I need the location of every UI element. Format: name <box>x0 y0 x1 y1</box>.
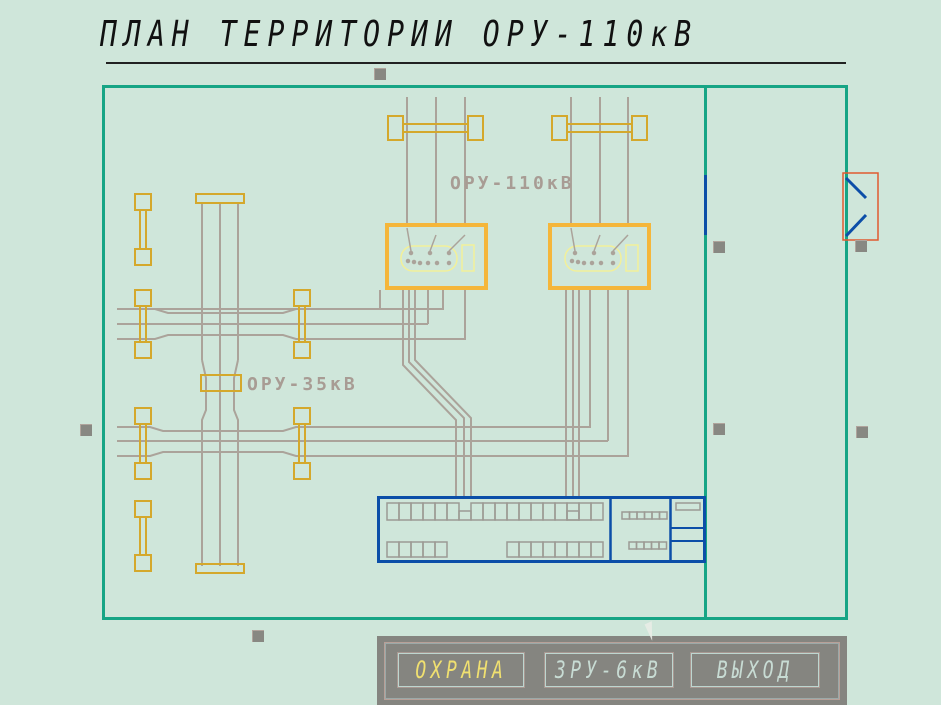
wires <box>117 97 629 566</box>
busbar-110kv-right[interactable] <box>551 115 648 141</box>
switchgear-cell <box>518 541 532 558</box>
title-underline <box>106 62 846 64</box>
control-building[interactable] <box>377 496 706 563</box>
switchgear-cell <box>643 541 653 550</box>
switchgear-cell <box>578 541 592 558</box>
guard-marker[interactable] <box>252 630 264 642</box>
guard-marker[interactable] <box>80 424 92 436</box>
guard-button[interactable]: ОХРАНА <box>397 652 525 688</box>
busbar-35kv-5[interactable] <box>293 407 311 480</box>
guard-marker[interactable] <box>713 423 725 435</box>
page-title: ПЛАН ТЕРРИТОРИИ ОРУ-110кВ <box>100 14 699 55</box>
guard-marker[interactable] <box>374 68 386 80</box>
switchgear-cell <box>590 502 604 521</box>
guard-button-label: ОХРАНА <box>414 656 508 684</box>
switchgear-cell <box>542 541 556 558</box>
switchgear-cell <box>542 502 556 521</box>
switchgear-cell <box>628 511 638 520</box>
menu-panel: ОХРАНА ЗРУ-6кВ ВЫХОД <box>377 636 847 705</box>
busbar-35kv-4[interactable] <box>134 407 152 480</box>
switchgear-cell <box>643 511 653 520</box>
switchgear-cell <box>494 502 508 521</box>
switchgear-cell <box>506 502 520 521</box>
switchgear-cell <box>458 510 472 521</box>
switchgear-cell <box>658 541 668 550</box>
busbar-35kv-6[interactable] <box>134 500 152 572</box>
switchgear-cell <box>635 541 645 550</box>
exit-button-label: ВЫХОД <box>716 656 794 684</box>
transformer-right[interactable] <box>548 223 651 290</box>
guard-marker[interactable] <box>856 426 868 438</box>
switchgear-cell <box>446 502 460 521</box>
switchgear-cell <box>658 511 668 520</box>
switchgear-cell <box>434 541 448 558</box>
switchgear-cell <box>482 502 496 521</box>
switchgear-cell <box>398 502 412 521</box>
switchgear-cell <box>578 502 592 521</box>
switchgear-cell <box>518 502 532 521</box>
switchgear-cell <box>506 541 520 558</box>
switchgear-cell <box>530 502 544 521</box>
switchgear-cell <box>398 541 412 558</box>
guard-marker[interactable] <box>713 241 725 253</box>
switchgear-cell <box>470 502 484 521</box>
switchgear-cell <box>410 502 424 521</box>
switchgear-cell <box>386 541 400 558</box>
guard-marker[interactable] <box>855 240 867 252</box>
label-oru-110kv: ОРУ-110кВ <box>450 173 575 194</box>
switchgear-cell <box>636 511 646 520</box>
switchgear-cell <box>554 502 568 521</box>
switchgear-cell <box>566 510 580 521</box>
switchgear-cell <box>434 502 448 521</box>
menu-frame <box>384 642 840 700</box>
switchgear-cell <box>621 511 631 520</box>
busbar-35kv-2[interactable] <box>134 289 152 359</box>
label-oru-35kv: ОРУ-35кВ <box>247 374 358 395</box>
switchgear-cell <box>590 541 604 558</box>
gate-icon[interactable] <box>842 172 879 241</box>
switchgear-cells <box>386 502 701 558</box>
transformer-left[interactable] <box>385 223 488 290</box>
exit-button[interactable]: ВЫХОД <box>690 652 820 688</box>
busbar-35kv-bottom[interactable] <box>195 563 245 574</box>
switchgear-cell <box>650 541 660 550</box>
switchgear-cell <box>530 541 544 558</box>
busbar-35kv-3[interactable] <box>293 289 311 359</box>
switchgear-cell <box>422 502 436 521</box>
switchgear-cell <box>422 541 436 558</box>
busbar-35kv-1[interactable] <box>134 193 152 266</box>
territory-border <box>102 85 848 620</box>
busbar-35kv-top[interactable] <box>195 193 245 204</box>
switchgear-cell <box>628 541 638 550</box>
switchgear-cell <box>675 502 701 511</box>
busbar-35kv-sectional[interactable] <box>200 374 242 392</box>
switchgear-cell <box>554 541 568 558</box>
switchgear-cell <box>651 511 661 520</box>
zru-6kv-button[interactable]: ЗРУ-6кВ <box>544 652 674 688</box>
switchgear-cell <box>566 541 580 558</box>
busbar-110kv-left[interactable] <box>387 115 484 141</box>
zru-6kv-button-label: ЗРУ-6кВ <box>555 656 663 684</box>
switchgear-cell <box>410 541 424 558</box>
switchgear-cell <box>386 502 400 521</box>
